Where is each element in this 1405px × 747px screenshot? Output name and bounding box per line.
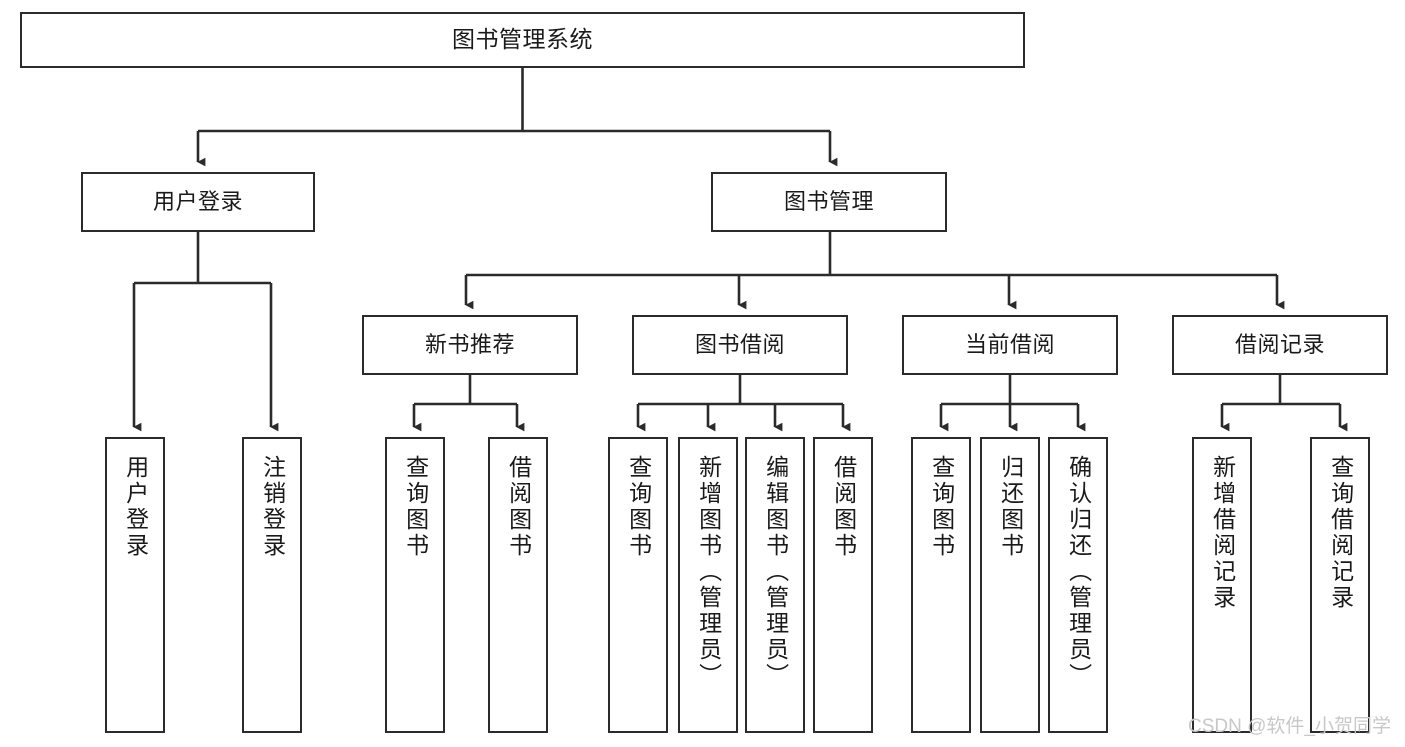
- node-label: 归还图书: [997, 455, 1024, 559]
- leaf-user-login-login[interactable]: 用户登录: [105, 437, 165, 733]
- node-label: 新书推荐: [424, 332, 515, 358]
- leaf-current-return-book[interactable]: 归还图书: [980, 437, 1040, 733]
- node-label: 新增借阅记录: [1209, 455, 1236, 611]
- node-label: 借阅图书: [830, 455, 857, 559]
- leaf-borrow-add-book[interactable]: 新增图书（管理员）: [678, 437, 738, 733]
- node-label: 新增图书（管理员）: [695, 455, 722, 689]
- node-label: 查询图书: [928, 455, 955, 559]
- leaf-current-query-book[interactable]: 查询图书: [911, 437, 971, 733]
- leaf-record-add-record[interactable]: 新增借阅记录: [1192, 437, 1252, 733]
- leaf-current-confirm-return[interactable]: 确认归还（管理员）: [1048, 437, 1108, 733]
- node-new-book-recommend[interactable]: 新书推荐: [362, 315, 578, 375]
- node-label: 当前借阅: [964, 332, 1055, 358]
- leaf-borrow-query-book[interactable]: 查询图书: [608, 437, 668, 733]
- leaf-user-login-logout[interactable]: 注销登录: [242, 437, 302, 733]
- node-label: 查询图书: [625, 455, 652, 559]
- node-user-login[interactable]: 用户登录: [81, 172, 315, 232]
- node-root-system[interactable]: 图书管理系统: [20, 12, 1025, 68]
- node-label: 用户登录: [152, 189, 243, 215]
- node-label: 查询图书: [402, 455, 429, 559]
- leaf-borrow-edit-book[interactable]: 编辑图书（管理员）: [745, 437, 805, 733]
- node-label: 图书管理: [783, 189, 874, 215]
- node-label: 用户登录: [122, 455, 149, 559]
- node-label: 借阅记录: [1234, 332, 1325, 358]
- node-label: 图书管理系统: [452, 26, 593, 53]
- leaf-recommend-borrow-book[interactable]: 借阅图书: [488, 437, 548, 733]
- node-label: 图书借阅: [694, 332, 785, 358]
- csdn-watermark: CSDN @软件_小贺同学: [1188, 716, 1391, 737]
- node-current-borrow[interactable]: 当前借阅: [902, 315, 1118, 375]
- node-label: 借阅图书: [505, 455, 532, 559]
- node-label: 注销登录: [259, 455, 286, 559]
- node-label: 查询借阅记录: [1327, 455, 1354, 611]
- node-label: 确认归还（管理员）: [1065, 455, 1092, 689]
- node-borrow-record[interactable]: 借阅记录: [1172, 315, 1388, 375]
- node-book-borrow[interactable]: 图书借阅: [632, 315, 848, 375]
- node-book-management[interactable]: 图书管理: [711, 172, 947, 232]
- leaf-borrow-borrow-book[interactable]: 借阅图书: [813, 437, 873, 733]
- leaf-recommend-query-book[interactable]: 查询图书: [385, 437, 445, 733]
- leaf-record-query-record[interactable]: 查询借阅记录: [1310, 437, 1370, 733]
- node-label: 编辑图书（管理员）: [762, 455, 789, 689]
